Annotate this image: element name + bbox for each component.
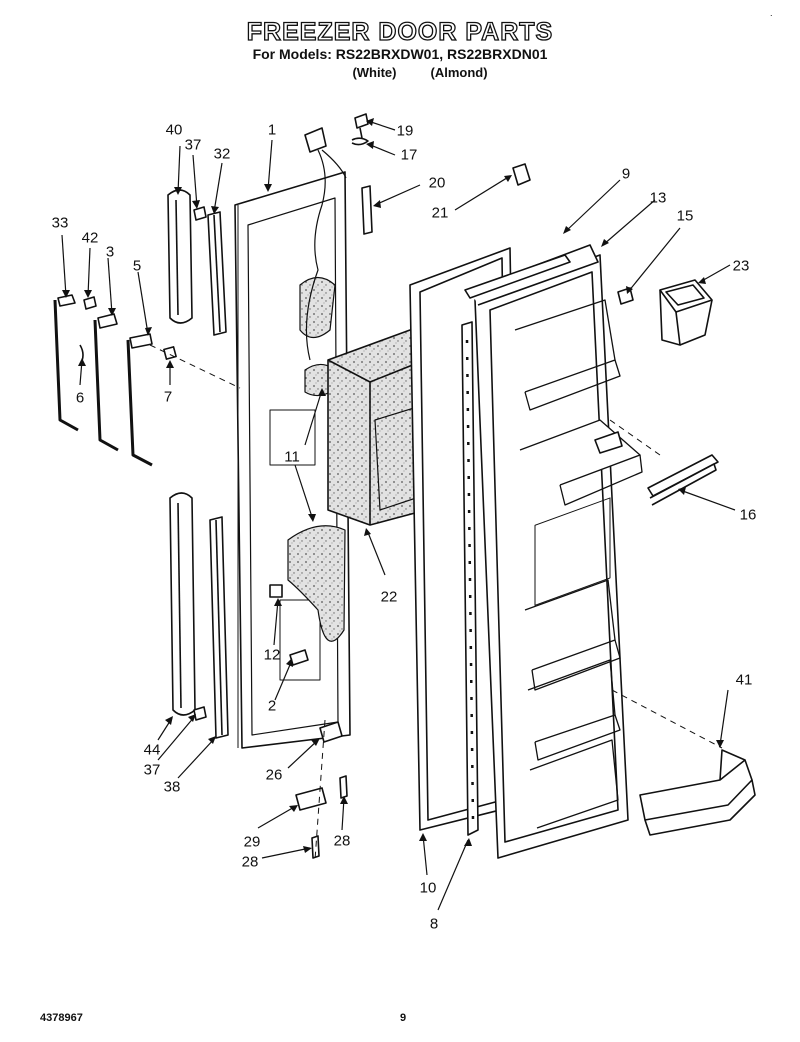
label-10: 10 xyxy=(419,879,437,897)
dispenser-chute xyxy=(659,279,713,346)
label-40: 40 xyxy=(165,121,183,139)
label-38: 38 xyxy=(163,778,181,796)
model-numbers: For Models: RS22BRXDW01, RS22BRXDN01 xyxy=(252,46,548,62)
part-12 xyxy=(269,584,283,598)
color-variants: (White) (Almond) xyxy=(0,65,800,80)
label-28-lower: 28 xyxy=(241,853,259,871)
inner-door-liner xyxy=(469,244,643,859)
nut-7 xyxy=(163,346,177,360)
bracket-3 xyxy=(93,313,119,452)
bracket-33 xyxy=(53,294,79,432)
variant-white: (White) xyxy=(352,65,397,80)
handle-upper xyxy=(167,189,193,324)
document-number: 4378967 xyxy=(40,1012,83,1024)
label-5: 5 xyxy=(132,257,142,275)
label-17: 17 xyxy=(400,146,418,164)
label-7: 7 xyxy=(163,388,173,406)
wire-connector xyxy=(304,127,327,153)
label-13: 13 xyxy=(649,189,667,207)
label-19: 19 xyxy=(396,122,414,140)
label-15: 15 xyxy=(676,207,694,225)
corner-mark: . xyxy=(770,8,773,18)
label-33: 33 xyxy=(51,214,69,232)
label-16: 16 xyxy=(739,506,757,524)
page-number: 9 xyxy=(400,1012,407,1024)
screw-37-upper xyxy=(193,206,207,221)
label-20: 20 xyxy=(428,174,446,192)
label-12: 12 xyxy=(263,646,281,664)
top-channel xyxy=(464,254,571,299)
hinge-26 xyxy=(319,721,343,743)
label-3: 3 xyxy=(105,243,115,261)
bracket-5 xyxy=(126,333,153,467)
label-1: 1 xyxy=(267,121,277,139)
label-2: 2 xyxy=(267,697,277,715)
label-42: 42 xyxy=(81,229,99,247)
label-21: 21 xyxy=(431,204,449,222)
label-28-upper: 28 xyxy=(333,832,351,850)
shelf-bar-41 xyxy=(639,749,756,836)
screw-37-lower xyxy=(193,706,207,721)
label-29: 29 xyxy=(243,833,261,851)
handle-lower xyxy=(169,492,196,716)
gasket-strip xyxy=(461,321,479,836)
screw-19 xyxy=(354,113,369,129)
label-8: 8 xyxy=(429,915,439,933)
screw-42 xyxy=(83,296,97,310)
label-41: 41 xyxy=(735,671,753,689)
label-37-upper: 37 xyxy=(184,136,202,154)
screw-28-lower xyxy=(311,835,320,859)
label-9: 9 xyxy=(621,165,631,183)
label-32: 32 xyxy=(213,145,231,163)
clip-17 xyxy=(351,137,369,146)
page-title: FREEZER DOOR PARTS xyxy=(246,17,554,46)
water-tube xyxy=(361,185,373,235)
label-6: 6 xyxy=(75,389,85,407)
cap-21 xyxy=(512,163,531,186)
label-37-lower: 37 xyxy=(143,761,161,779)
variant-almond: (Almond) xyxy=(430,65,488,80)
screw-28-upper xyxy=(339,775,348,799)
trim-strip-16 xyxy=(647,454,719,506)
label-22: 22 xyxy=(380,588,398,606)
insulation-patch-lower xyxy=(287,525,346,642)
hinge-block-29 xyxy=(295,787,327,811)
label-11: 11 xyxy=(284,448,300,466)
insulation-patch-upper xyxy=(299,276,336,339)
label-23: 23 xyxy=(732,257,750,275)
label-26: 26 xyxy=(265,766,283,784)
wire-harness xyxy=(305,149,326,361)
leader-lines xyxy=(61,120,736,911)
label-44: 44 xyxy=(143,741,161,759)
